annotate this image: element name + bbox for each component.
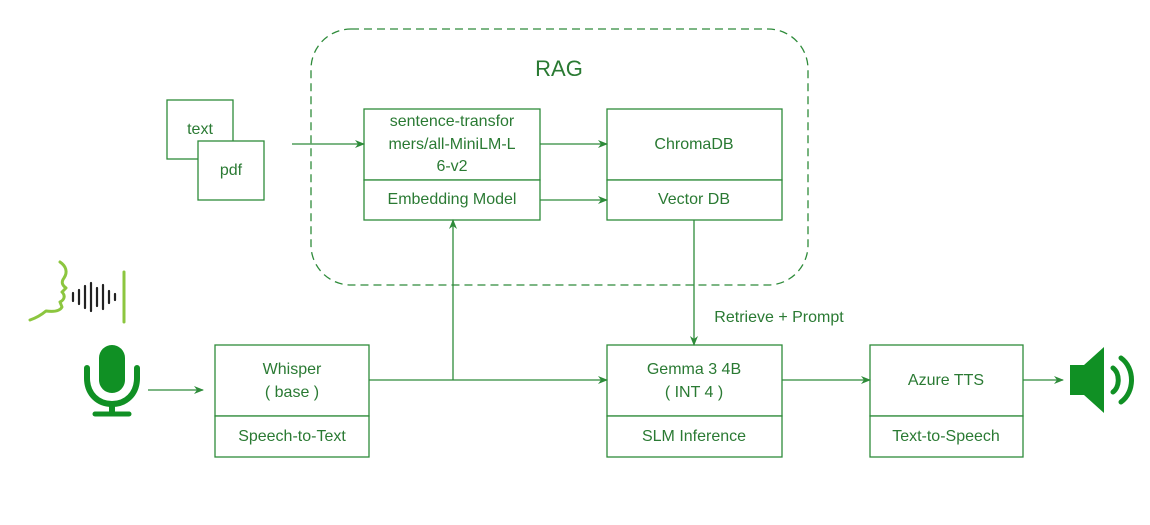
microphone-icon — [84, 345, 140, 417]
speaking-voice-icon — [28, 260, 126, 324]
whisper-name-line-2: ( base ) — [265, 384, 319, 401]
speaker-icon — [1070, 347, 1134, 413]
gemma-node: Gemma 3 4B ( INT 4 ) SLM Inference — [606, 344, 783, 458]
pdf-document-label: pdf — [220, 162, 243, 179]
embedding-model-node: sentence-transfor mers/all-MiniLM-L 6-v2… — [363, 108, 541, 221]
rag-label: RAG — [535, 56, 583, 81]
retrieve-prompt-label: Retrieve + Prompt — [714, 309, 844, 326]
tts-node: Azure TTS Text-to-Speech — [869, 344, 1024, 458]
vector-db-role: Vector DB — [658, 191, 730, 208]
embedding-name-line-3: 6-v2 — [436, 158, 467, 175]
embedding-name-line-1: sentence-transfor — [390, 113, 515, 130]
whisper-node: Whisper ( base ) Speech-to-Text — [214, 344, 370, 458]
embedding-role: Embedding Model — [388, 191, 517, 208]
rag-group: RAG — [310, 28, 809, 286]
tts-role: Text-to-Speech — [892, 428, 1000, 445]
text-document-label: text — [187, 121, 213, 138]
embedding-name-line-2: mers/all-MiniLM-L — [388, 136, 515, 153]
whisper-name-line-1: Whisper — [263, 361, 322, 378]
whisper-role: Speech-to-Text — [238, 428, 346, 445]
gemma-name-line-2: ( INT 4 ) — [665, 384, 723, 401]
tts-name: Azure TTS — [908, 372, 984, 389]
pdf-document: pdf — [197, 140, 265, 201]
gemma-role: SLM Inference — [642, 428, 746, 445]
vector-db-node: ChromaDB Vector DB — [606, 108, 783, 221]
vector-db-name: ChromaDB — [654, 136, 733, 153]
gemma-name-line-1: Gemma 3 4B — [647, 361, 741, 378]
